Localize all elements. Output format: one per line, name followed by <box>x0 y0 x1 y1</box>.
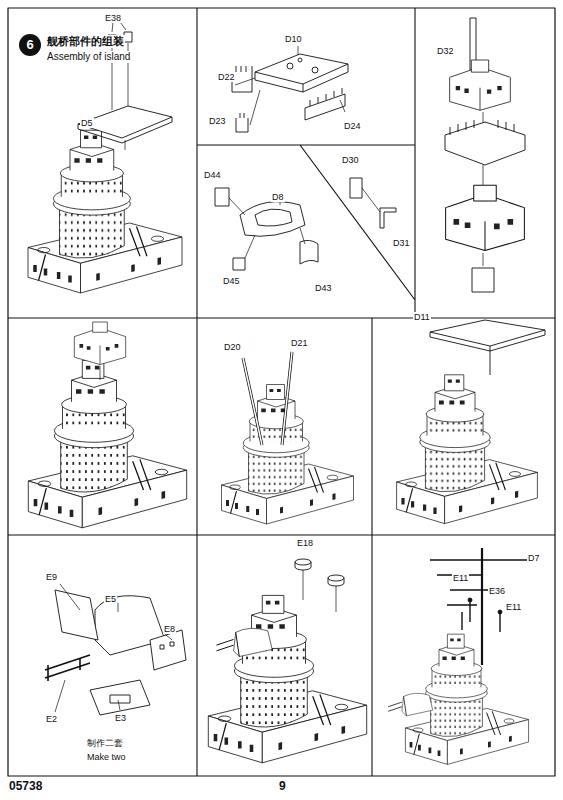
part-number: E9 <box>45 572 58 582</box>
part-number: E3 <box>114 713 127 723</box>
part-number: E36 <box>488 586 506 596</box>
step-number: 6 <box>25 38 34 53</box>
note-text: 制作二套 <box>86 738 124 748</box>
part-number: D23 <box>208 116 227 126</box>
part-number: D32 <box>436 46 455 56</box>
page-footer: 05738 <box>8 780 43 794</box>
part-number: E18 <box>296 538 314 548</box>
page-footer: 9 <box>278 780 287 794</box>
part-number: D5 <box>80 118 94 128</box>
part-number: D44 <box>203 170 222 180</box>
part-number: E8 <box>163 624 176 634</box>
part-number: D7 <box>527 553 541 563</box>
part-number: E38 <box>104 13 122 23</box>
part-number: D21 <box>290 338 309 348</box>
part-number: E2 <box>45 714 58 724</box>
part-number: D10 <box>284 34 303 44</box>
part-number: D22 <box>217 72 236 82</box>
step-title: Assembly of island <box>46 51 131 63</box>
part-number: D31 <box>392 238 411 248</box>
part-number: D43 <box>314 283 333 293</box>
part-number: E11 <box>452 573 469 583</box>
part-number: D8 <box>271 192 285 202</box>
part-number: D11 <box>413 312 431 322</box>
step-title: 舰桥部件的组装 <box>46 35 125 48</box>
note-text: Make two <box>86 752 127 762</box>
part-number: E5 <box>104 594 117 604</box>
part-number: D30 <box>341 155 360 165</box>
part-number: E11 <box>505 602 522 612</box>
part-number: D24 <box>343 121 362 131</box>
part-number: D45 <box>222 276 241 286</box>
part-number: D20 <box>223 342 242 352</box>
